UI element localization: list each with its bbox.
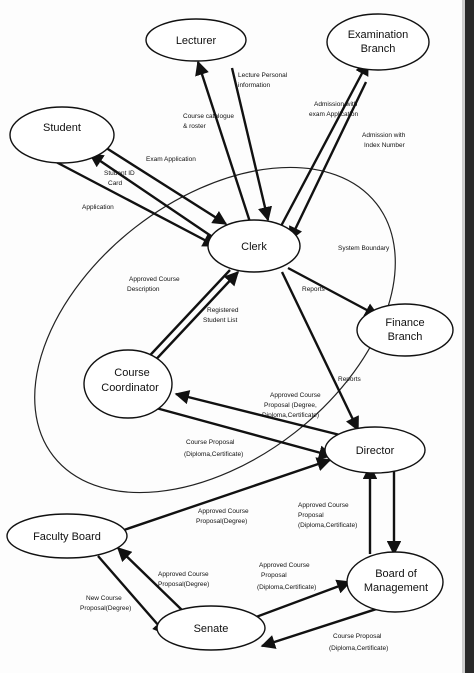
label-senate-to-board-1: Approved Course: [259, 562, 310, 569]
label-admission-index-2: Index Number: [364, 142, 406, 149]
label-reports-finance: Reports: [302, 286, 326, 293]
edge-exam-to-clerk: [288, 81, 368, 242]
edge-senate-to-faculty: [116, 546, 185, 613]
edge-lecturer-to-clerk: [230, 67, 273, 222]
label-approved-dip-cert-1: Approved Course: [298, 502, 349, 509]
label-course-proposal-2: (Diploma,Certificate): [184, 451, 243, 458]
edge-student-to-clerk: [99, 142, 228, 226]
node-student: [9, 106, 115, 164]
node-course-coordinator: [83, 349, 173, 419]
label-application: Application: [82, 204, 114, 211]
edge-faculty-to-senate: [97, 555, 167, 636]
label-registered-2: Student List: [203, 317, 238, 324]
label-approved-dip-cert-3: (Diploma,Certificate): [298, 522, 357, 529]
node-label-exam-1: Examination: [348, 29, 409, 41]
label-senate-approved-1: Approved Course: [158, 571, 209, 578]
label-exam-application: Exam Application: [146, 156, 196, 163]
node-faculty-board: [6, 513, 128, 559]
page-edge-shadow: [462, 0, 465, 673]
label-registered-1: Registered: [207, 307, 239, 314]
node-senate: [156, 605, 266, 651]
label-new-course-1: New Course: [86, 595, 122, 602]
edge-clerk-to-finance: [287, 266, 380, 318]
node-lecturer: [145, 18, 247, 62]
label-admission-app-2: exam Application: [309, 111, 359, 118]
node-label-director: Director: [356, 445, 395, 457]
label-approved-desc-1: Approved Course: [129, 276, 180, 283]
edge-application: [55, 160, 218, 248]
label-course-proposal-1: Course Proposal: [186, 439, 235, 446]
label-student-id-2: Card: [108, 180, 122, 187]
label-senate-to-board-2: Proposal: [261, 572, 287, 579]
node-label-faculty-board: Faculty Board: [33, 531, 101, 543]
edge-clerk-to-coordinator: [139, 269, 231, 368]
label-approved-dip-cert-2: Proposal: [298, 512, 324, 519]
label-admission-app-1: Admission with: [314, 101, 358, 108]
node-clerk: [207, 219, 301, 273]
node-board-of-management: [346, 551, 444, 613]
label-approved-proposal-2: Proposal (Degree,: [264, 402, 317, 409]
node-director: [324, 426, 426, 474]
edge-coordinator-to-director: [155, 406, 334, 460]
label-approved-proposal-1: Approved Course: [270, 392, 321, 399]
label-bottom-proposal-2: (Diploma,Certificate): [329, 645, 388, 652]
edge-faculty-to-director: [117, 457, 332, 534]
label-senate-to-board-3: (Diploma,Certificate): [257, 584, 316, 591]
node-label-student: Student: [43, 122, 81, 134]
edge-coordinator-to-clerk: [147, 270, 239, 369]
edge-director-to-coordinator: [174, 390, 353, 440]
edge-clerk-to-student: [88, 153, 215, 239]
node-finance-branch: [356, 303, 454, 357]
node-label-coord-1: Course: [114, 367, 149, 379]
node-label-clerk: Clerk: [241, 241, 267, 253]
label-lecture-personal-1: Lecture Personal: [238, 72, 288, 79]
label-course-catalogue-1: Course catalogue: [183, 113, 234, 120]
node-label-finance-1: Finance: [385, 317, 424, 329]
label-approved-proposal-3: Diploma,Certificate): [262, 412, 319, 419]
system-boundary-label: System Boundary: [338, 245, 390, 252]
edge-clerk-to-director: [280, 271, 360, 432]
node-label-senate: Senate: [194, 623, 229, 635]
edge-senate-to-board: [247, 579, 352, 622]
page-edge-border: [465, 0, 474, 673]
label-bottom-proposal-1: Course Proposal: [333, 633, 382, 640]
node-examination-branch: [326, 13, 430, 71]
label-student-id-1: Student ID: [104, 170, 135, 177]
label-reports-director: Reports: [338, 376, 362, 383]
label-course-catalogue-2: & roster: [183, 123, 207, 130]
label-approved-desc-2: Description: [127, 286, 160, 293]
label-new-course-2: Proposal(Degree): [80, 605, 131, 612]
node-label-board-2: Management: [364, 582, 428, 594]
label-senate-approved-2: Proposal(Degree): [158, 581, 209, 588]
label-approved-degree-1: Approved Course: [198, 508, 249, 515]
edge-clerk-to-exam: [278, 60, 370, 229]
node-label-lecturer: Lecturer: [176, 35, 217, 47]
system-boundary: [34, 166, 396, 494]
edge-clerk-to-lecturer: [195, 60, 252, 223]
node-label-board-1: Board of: [375, 568, 418, 580]
label-lecture-personal-2: information: [238, 82, 271, 89]
node-label-finance-2: Branch: [388, 331, 423, 343]
label-approved-degree-2: Proposal(Degree): [196, 518, 247, 525]
node-label-exam-2: Branch: [361, 43, 396, 55]
node-label-coord-2: Coordinator: [101, 382, 159, 394]
label-admission-index-1: Admission with: [362, 132, 406, 139]
